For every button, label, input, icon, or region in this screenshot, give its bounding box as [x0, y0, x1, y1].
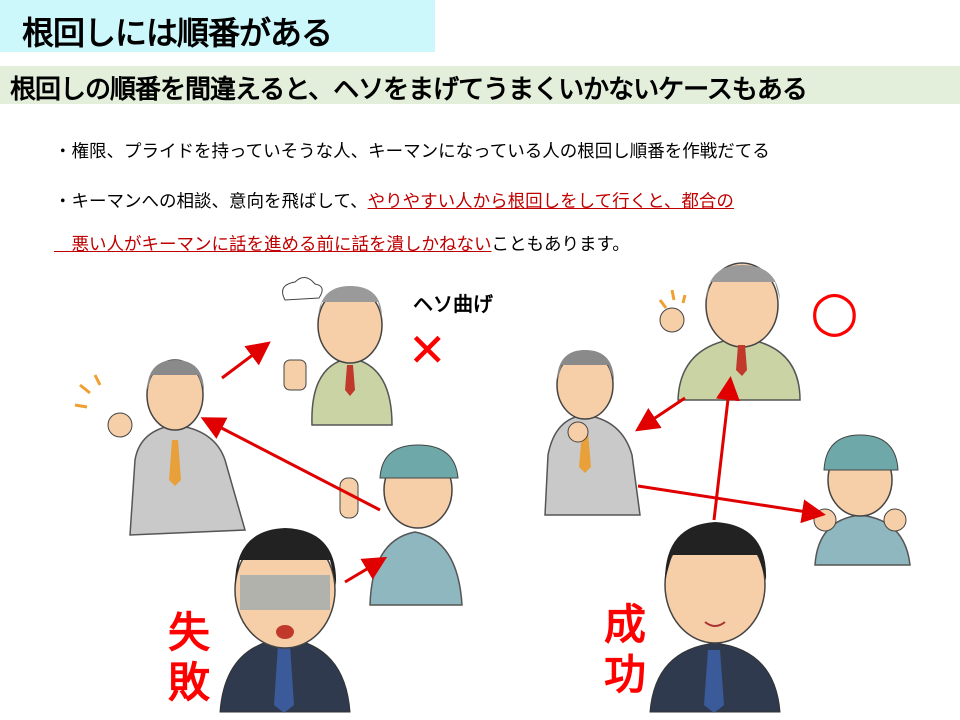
subtitle: 根回しの順番を間違えると、ヘソをまげてうまくいかないケースもある [10, 75, 808, 105]
bullet-1: ・権限、プライドを持っていそうな人、キーマンになっている人の根回し順番を作戦だて… [54, 142, 770, 162]
bullet-3: 悪い人がキーマンに話を進める前に話を潰しかねないこともあります。 [54, 231, 630, 256]
steam-icon [282, 277, 323, 301]
arrow-salesman-to-worker [344, 556, 388, 584]
key-person-success-figure [544, 350, 641, 516]
bullet-2-emphasis: やりやすい人から根回しをして行くと、都合の [367, 192, 734, 212]
happy-manager-figure [658, 262, 801, 401]
arrow-key-to-manager [221, 341, 271, 380]
title-box: 根回しには順番がある [0, 0, 435, 52]
salesman-success-figure [649, 522, 781, 713]
angry-manager-figure [282, 277, 393, 426]
heso-label: ヘソ曲げ [413, 292, 493, 316]
worker-success-figure [813, 434, 911, 566]
circle-icon: ○ [810, 279, 859, 344]
arrow-worker-to-key [200, 417, 381, 512]
bullet-3-text: こともあります。 [491, 235, 630, 255]
cross-icon: ✕ [408, 323, 447, 377]
key-person-failure-figure [74, 359, 246, 536]
salesman-failure-figure [219, 528, 351, 713]
success-label: 成功 [603, 600, 646, 699]
page-title: 根回しには順番がある [22, 14, 333, 52]
arrow-key-to-worker [637, 484, 826, 524]
arrow-manager-to-key [635, 396, 686, 432]
bullet-3-emphasis: 悪い人がキーマンに話を進める前に話を潰しかねない [54, 235, 492, 255]
bullet-2: ・キーマンへの相談、意向を飛ばして、やりやすい人から根回しをして行くと、都合の [54, 188, 734, 213]
worker-failure-figure [339, 444, 463, 606]
subtitle-band: 根回しの順番を間違えると、ヘソをまげてうまくいかないケースもある [0, 66, 960, 105]
failure-label: 失敗 [167, 608, 210, 707]
bullet-2-text: ・キーマンへの相談、意向を飛ばして、 [54, 192, 368, 212]
